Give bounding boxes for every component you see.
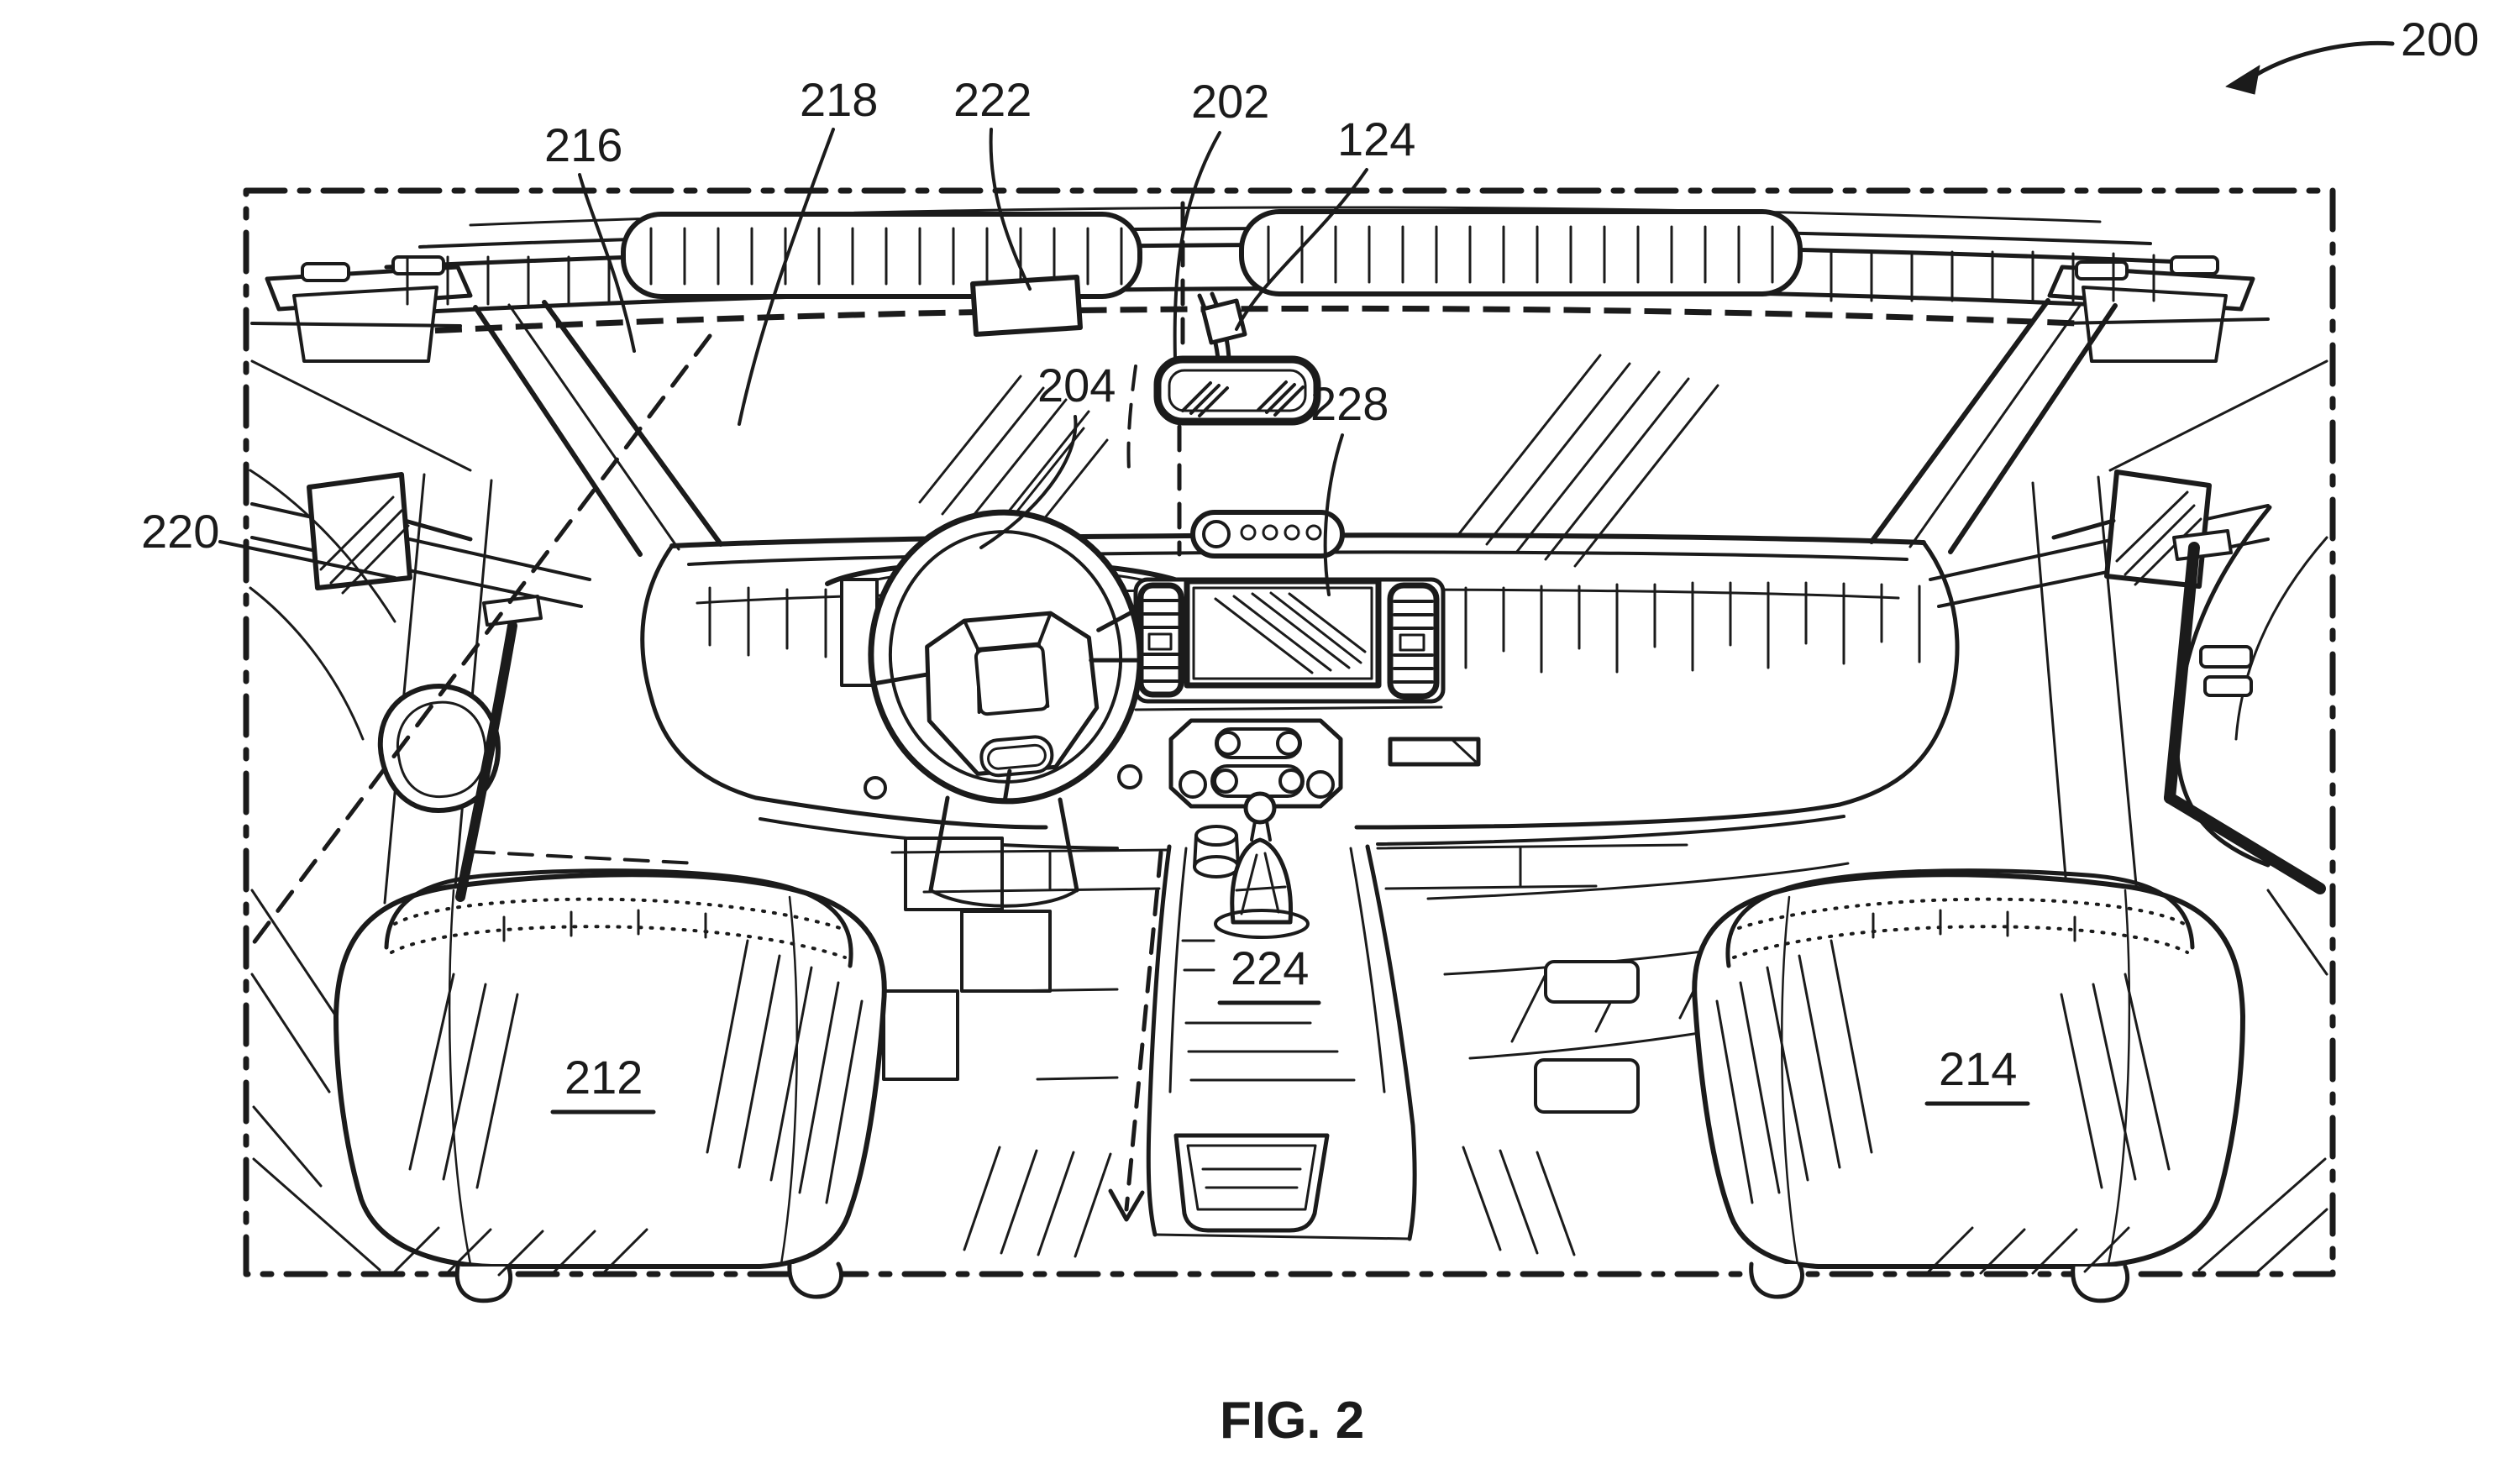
center-stack <box>1133 510 1446 939</box>
ref-label-212: 212 <box>564 1051 643 1104</box>
console-hatch <box>1181 939 1356 1082</box>
console-tray <box>1173 1133 1330 1233</box>
sun-visor-left <box>621 212 1142 299</box>
leader-218 <box>738 128 835 426</box>
climate-controls <box>1168 718 1343 809</box>
leader-216 <box>578 173 636 353</box>
ref-label-216: 216 <box>544 118 622 171</box>
rearview-mirror <box>1153 355 1321 426</box>
a-pillars <box>250 298 2328 557</box>
figure-caption: FIG. 2 <box>1220 1392 1364 1450</box>
ref-label-200: 200 <box>2401 13 2479 66</box>
passenger-seat-214 <box>1692 868 2245 1303</box>
phantom-border <box>243 187 2336 1277</box>
steering-wheel <box>868 509 1143 805</box>
rear-cab-wall <box>469 843 1688 1114</box>
roof-header <box>265 206 2255 363</box>
ref-label-204: 204 <box>1037 359 1116 412</box>
side-mirror-left <box>307 472 473 595</box>
touchscreen-228 <box>1184 578 1382 689</box>
ref-label-218: 218 <box>800 73 878 126</box>
sensor-unit-124 <box>1200 298 1247 345</box>
reference-labels: 200 216 218 222 202 124 204 228 220 212 … <box>141 13 2479 1450</box>
header-slats-right <box>1830 250 2155 302</box>
dash-top-module-222 <box>970 275 1083 337</box>
dash-ticks-driver <box>708 586 827 658</box>
arrowhead-200 <box>2225 65 2260 95</box>
leader-222 <box>989 128 1032 291</box>
leader-124 <box>1235 168 1368 331</box>
center-console-224 <box>1146 844 1417 1241</box>
floor-hatching <box>252 1105 2328 1277</box>
driver-seat-212 <box>333 868 887 1303</box>
gear-shifter <box>1214 791 1310 939</box>
ref-label-222: 222 <box>953 73 1032 126</box>
dash-ticks-passenger <box>1464 581 1921 674</box>
seat-belts <box>455 542 2326 902</box>
grab-handle-left <box>377 684 501 813</box>
ref-label-202: 202 <box>1191 75 1269 128</box>
defroster-vent <box>1190 510 1345 559</box>
windshield-hatching <box>918 354 1719 568</box>
vent-left <box>1137 582 1184 698</box>
leader-204 <box>979 415 1078 549</box>
leader-200 <box>2247 40 2395 81</box>
ref-label-214: 214 <box>1939 1042 2017 1095</box>
ref-label-228: 228 <box>1310 377 1389 430</box>
side-structures <box>249 317 2328 1094</box>
rearview-mirror-assembly <box>1153 291 1321 426</box>
leader-228 <box>1323 433 1344 596</box>
leader-220 <box>218 540 396 580</box>
roof-bracket-right <box>2047 255 2255 363</box>
rotary-knob <box>1193 825 1240 878</box>
leader-202 <box>1173 131 1221 361</box>
vent-right <box>1387 582 1440 700</box>
ref-label-220: 220 <box>141 505 219 558</box>
ref-label-224: 224 <box>1231 941 1309 994</box>
sun-visor-right <box>1239 209 1803 296</box>
header-slats-left <box>406 255 611 306</box>
side-mirror-right <box>2051 469 2212 589</box>
ref-label-124: 124 <box>1337 113 1415 165</box>
arrowhead-v <box>1108 1188 1145 1222</box>
